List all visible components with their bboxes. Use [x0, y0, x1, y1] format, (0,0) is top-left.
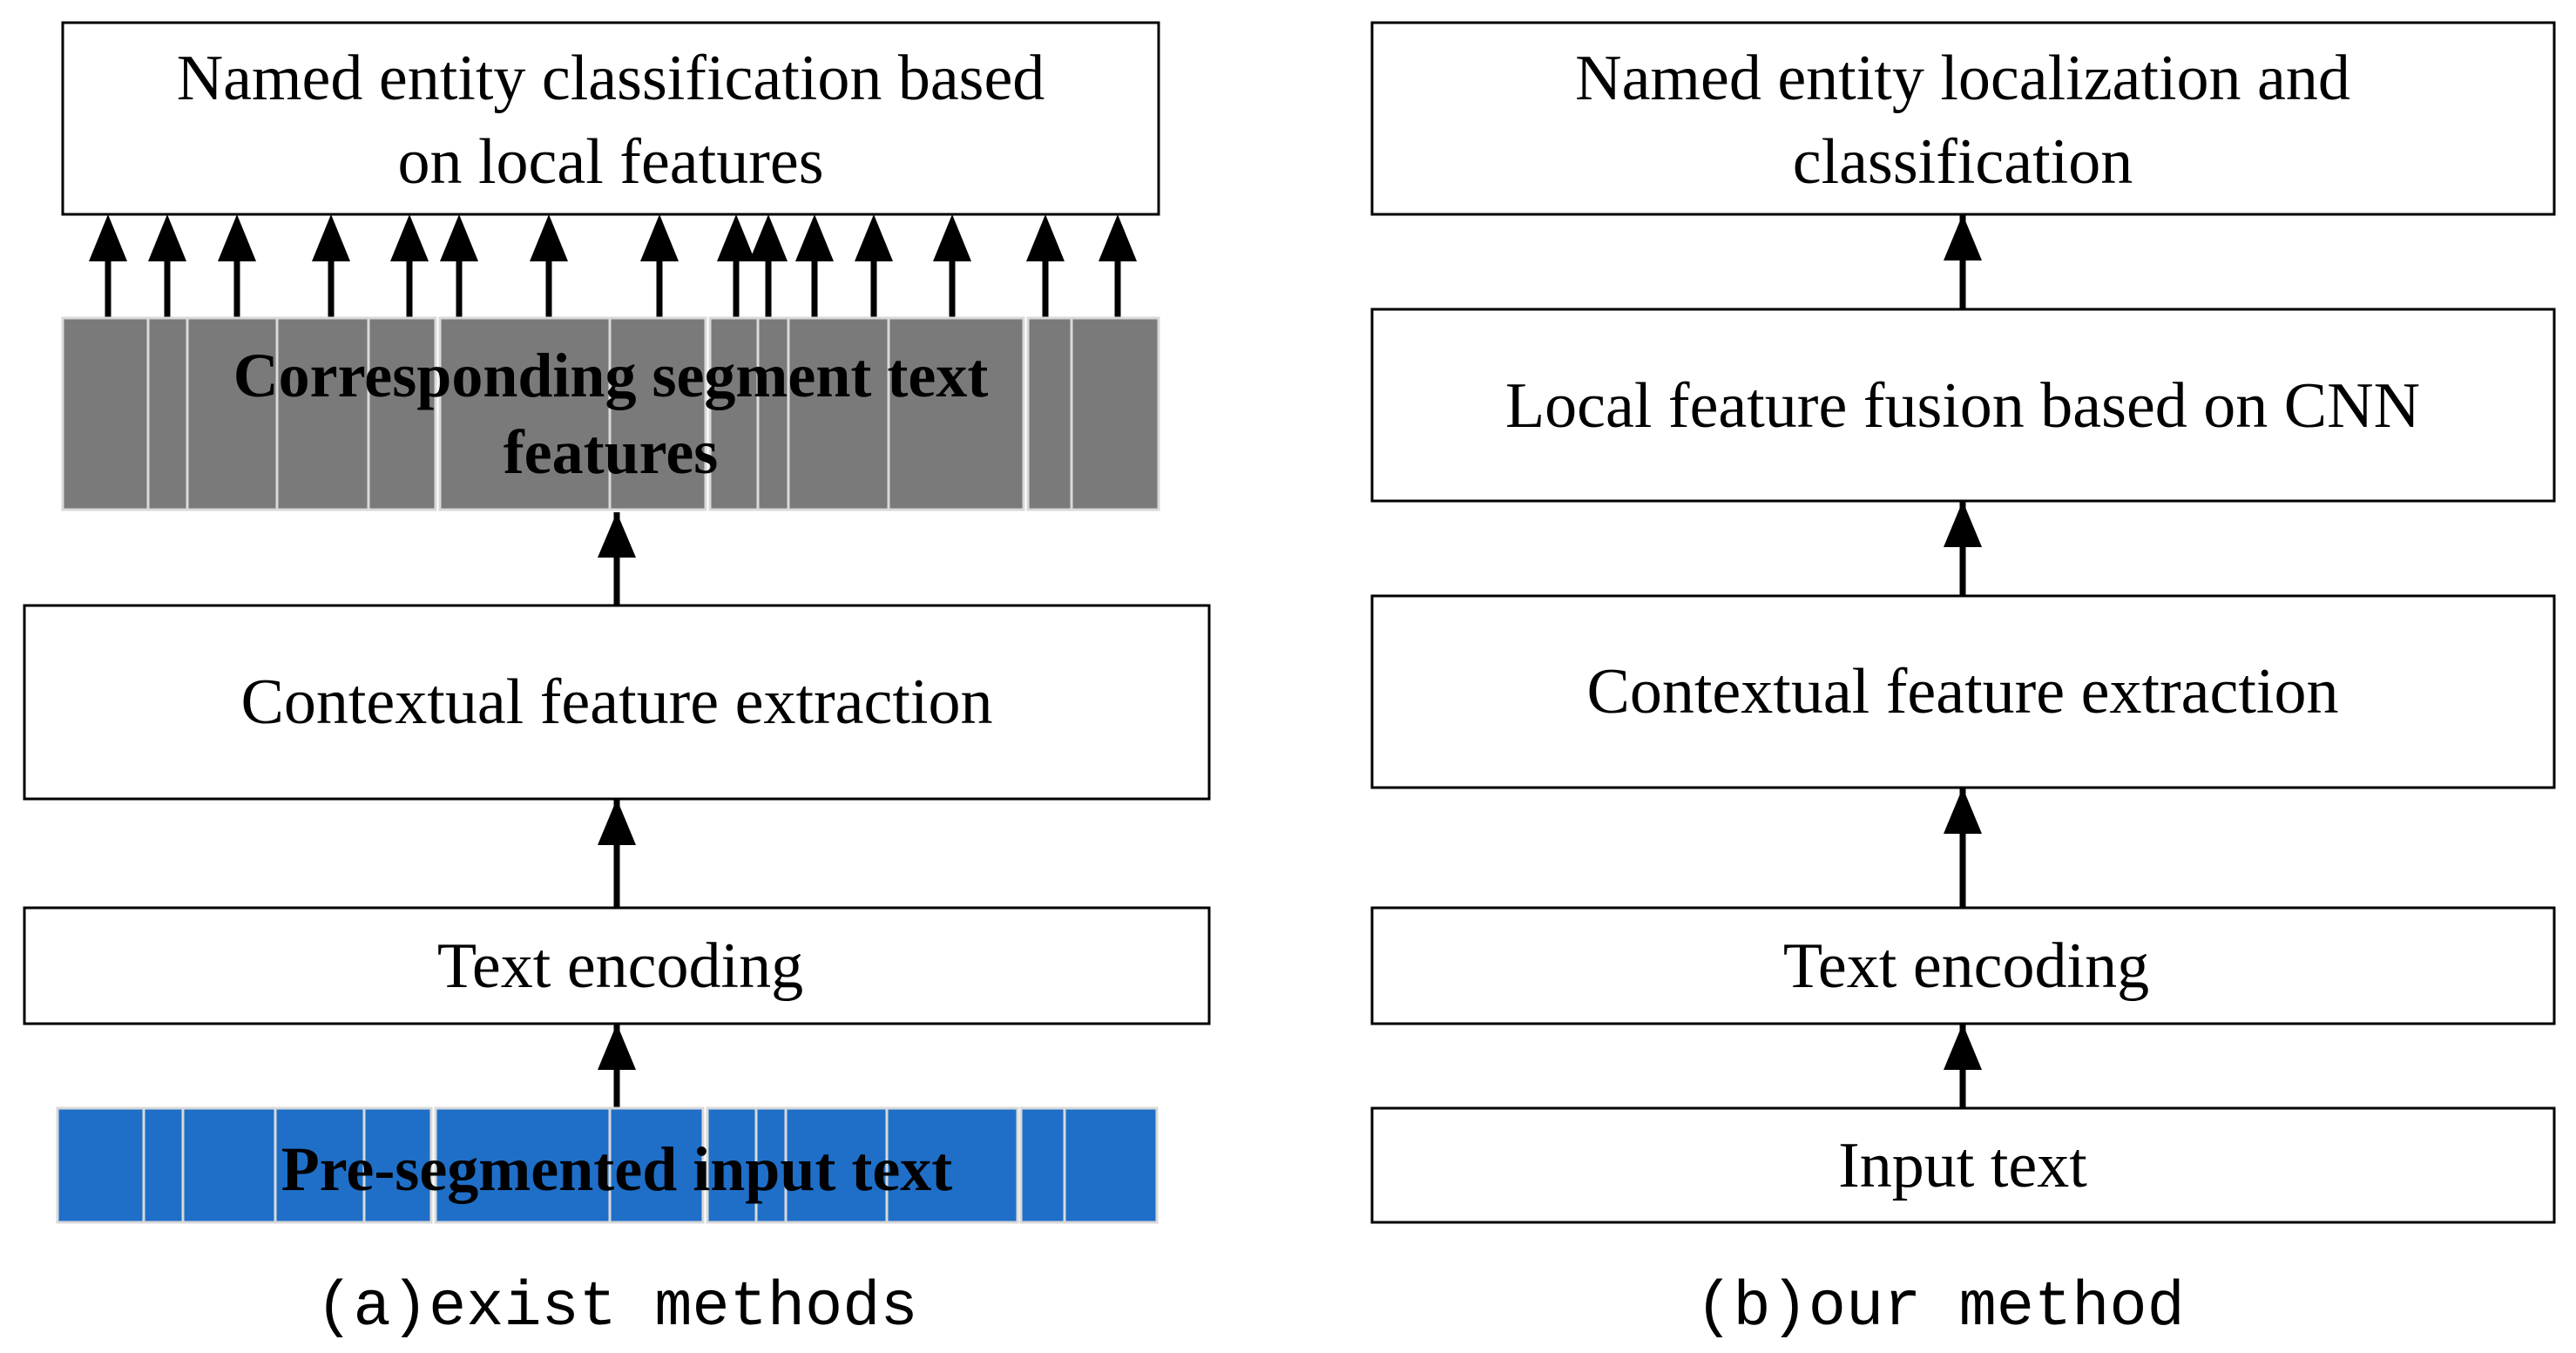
- panel-a-context-box: Contextual feature extraction: [23, 604, 1211, 801]
- up-arrow-icon: [855, 214, 893, 261]
- up-arrow-icon: [1944, 788, 1982, 834]
- panel-b-input-box: Input text: [1370, 1106, 2556, 1224]
- panel-b-encoding-box: Text encoding: [1370, 906, 2556, 1025]
- gray-segment-block: [756, 316, 790, 511]
- up-arrow-icon: [1944, 501, 1982, 547]
- panel-a-input-segments: Pre-segmented input text: [56, 1106, 1159, 1224]
- blue-segment-block: [362, 1106, 433, 1224]
- gray-segment-block: [275, 316, 370, 511]
- gray-segment-block: [61, 316, 150, 511]
- gray-segment-block: [438, 316, 612, 511]
- gray-segment-block: [1026, 316, 1073, 511]
- up-arrow-icon: [1026, 214, 1065, 261]
- gray-segment-block: [1070, 316, 1160, 511]
- panel-a-top-box-line2: on local features: [398, 126, 824, 198]
- blue-segment-block: [608, 1106, 705, 1224]
- gray-segment-block: [787, 316, 890, 511]
- panel-a-input-segments-label: Pre-segmented input text: [281, 1134, 953, 1204]
- up-arrow-icon: [598, 799, 636, 845]
- panel-b: Named entity localization and classifica…: [1370, 21, 2556, 1343]
- panel-a-segment-features-line1: Corresponding segment text: [233, 341, 989, 410]
- panel-b-top-box-line1: Named entity localization and: [1575, 43, 2350, 114]
- gray-segment-block: [887, 316, 1025, 511]
- blue-segment-block: [274, 1106, 366, 1224]
- panel-a-caption: (a)exist methods: [315, 1272, 917, 1343]
- up-arrow-icon: [1944, 1024, 1982, 1070]
- blue-segment-block: [56, 1106, 145, 1224]
- panel-b-fusion-box: Local feature fusion based on CNN: [1370, 308, 2556, 503]
- up-arrow-icon: [218, 214, 256, 261]
- panel-a-segment-arrows: [89, 214, 1137, 318]
- blue-segment-block: [706, 1106, 758, 1224]
- panel-a-segment-features-line2: features: [504, 417, 719, 487]
- up-arrow-icon: [795, 214, 834, 261]
- panel-b-context-box-label: Contextual feature extraction: [1587, 656, 2339, 727]
- gray-segment-block: [608, 316, 707, 511]
- blue-segment-block: [754, 1106, 788, 1224]
- up-arrow-icon: [598, 512, 636, 558]
- blue-segment-block: [885, 1106, 1019, 1224]
- up-arrow-icon: [1099, 214, 1137, 261]
- up-arrow-icon: [1944, 214, 1982, 260]
- panel-b-top-box-line2: classification: [1793, 126, 2133, 198]
- up-arrow-icon: [749, 214, 788, 261]
- up-arrow-icon: [530, 214, 568, 261]
- up-arrow-icon: [440, 214, 478, 261]
- blue-segment-block: [1063, 1106, 1159, 1224]
- blue-segment-block: [434, 1106, 612, 1224]
- panel-a-top-box: Named entity classification based on loc…: [61, 21, 1160, 216]
- panel-b-top-box: Named entity localization and classifica…: [1370, 21, 2556, 216]
- panel-a-context-box-label: Contextual feature extraction: [241, 666, 993, 738]
- blue-segment-block: [1019, 1106, 1066, 1224]
- panel-b-encoding-box-label: Text encoding: [1783, 930, 2149, 1002]
- panel-b-caption: (b)our method: [1695, 1272, 2185, 1343]
- blue-segment-block: [142, 1106, 185, 1224]
- up-arrow-icon: [89, 214, 127, 261]
- up-arrow-icon: [598, 1024, 636, 1070]
- up-arrow-icon: [933, 214, 971, 261]
- panel-b-fusion-box-label: Local feature fusion based on CNN: [1505, 370, 2420, 442]
- gray-segment-block: [708, 316, 760, 511]
- panel-a-encoding-box-label: Text encoding: [437, 930, 803, 1002]
- panel-a: Named entity classification based on loc…: [23, 21, 1211, 1343]
- up-arrow-icon: [148, 214, 186, 261]
- panel-a-segment-features: Corresponding segment text features: [61, 316, 1160, 511]
- panel-a-encoding-box: Text encoding: [23, 906, 1211, 1025]
- up-arrow-icon: [717, 214, 755, 261]
- blue-segment-block: [181, 1106, 277, 1224]
- up-arrow-icon: [390, 214, 429, 261]
- up-arrow-icon: [312, 214, 350, 261]
- panel-b-context-box: Contextual feature extraction: [1370, 594, 2556, 789]
- blue-segment-block: [784, 1106, 889, 1224]
- gray-segment-block: [367, 316, 437, 511]
- panel-b-input-box-label: Input text: [1838, 1130, 2087, 1201]
- gray-segment-block: [146, 316, 189, 511]
- panel-a-top-box-line1: Named entity classification based: [177, 43, 1045, 114]
- up-arrow-icon: [640, 214, 679, 261]
